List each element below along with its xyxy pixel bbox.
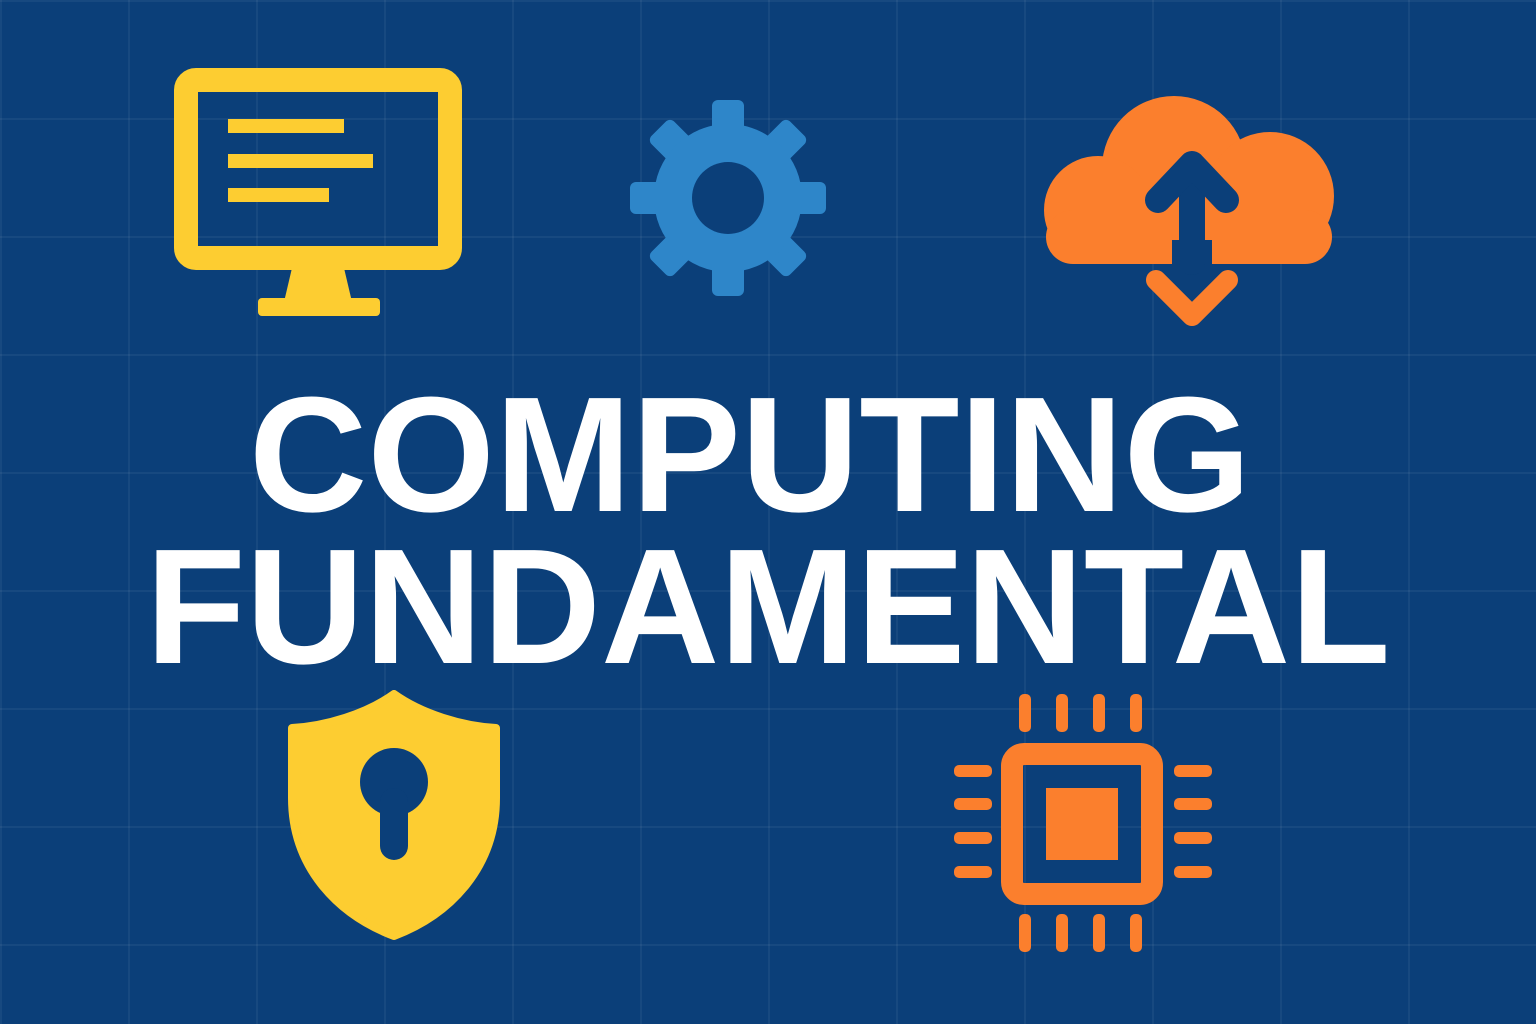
cloud-upload-download-icon bbox=[1044, 96, 1334, 326]
cpu-chip-icon bbox=[954, 694, 1212, 952]
title-line-2: FUNDAMENTAL bbox=[145, 515, 1391, 698]
title-line-1: COMPUTING bbox=[248, 363, 1252, 546]
gear-icon bbox=[630, 100, 826, 296]
shield-lock-icon bbox=[288, 690, 500, 940]
monitor-icon bbox=[174, 68, 462, 316]
